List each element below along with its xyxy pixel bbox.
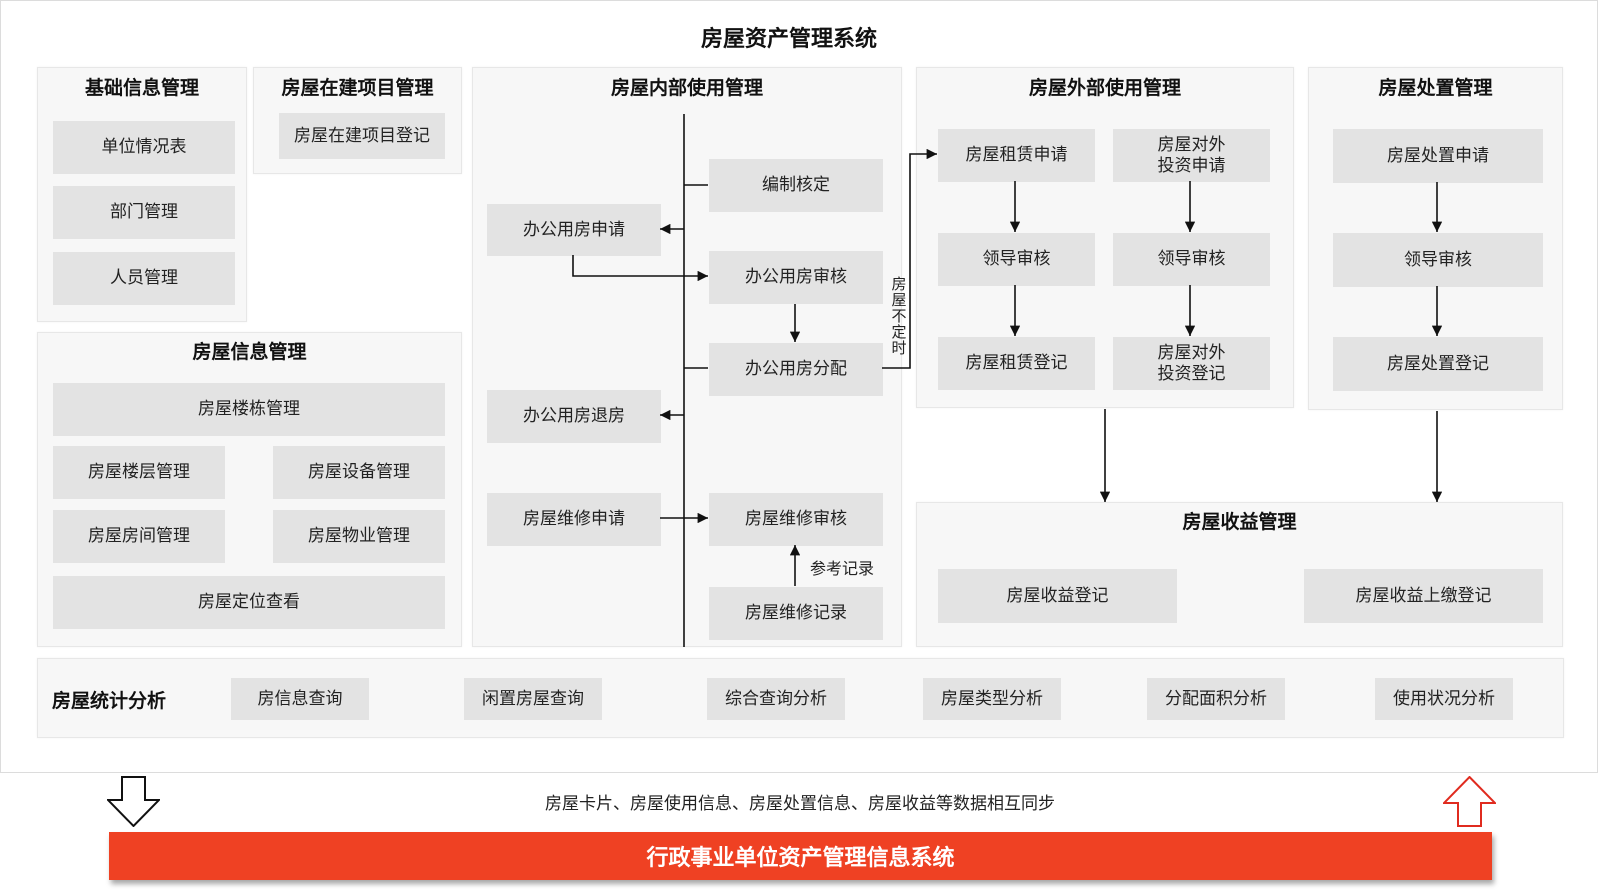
internal-use-title: 房屋内部使用管理	[610, 77, 763, 99]
office-review-box: 办公用房审核	[709, 251, 883, 304]
disposal-title: 房屋处置管理	[1378, 77, 1493, 99]
income-remit-box: 房屋收益上缴登记	[1304, 569, 1543, 623]
stat-item-house-type-analysis: 房屋类型分析	[923, 678, 1061, 720]
statistics-title: 房屋统计分析	[52, 689, 167, 712]
repair-review-box: 房屋维修审核	[709, 493, 883, 546]
invest-review-box: 领导审核	[1113, 233, 1270, 286]
location-box: 房屋定位查看	[53, 576, 445, 629]
basic-info-title: 基础信息管理	[84, 77, 199, 99]
basic-info-panel: 基础信息管理 单位情况表 部门管理 人员管理	[37, 67, 247, 322]
lease-review-box: 领导审核	[938, 233, 1095, 286]
stat-item-comprehensive-analysis: 综合查询分析	[707, 678, 845, 720]
floor-box: 房屋楼层管理	[53, 446, 225, 499]
staffing-check-box: 编制核定	[709, 159, 883, 212]
disposal-apply-box: 房屋处置申请	[1333, 129, 1543, 183]
property-box: 房屋物业管理	[273, 510, 445, 563]
repair-record-box: 房屋维修记录	[709, 587, 883, 640]
lease-apply-box: 房屋租赁申请	[938, 129, 1095, 182]
disposal-panel: 房屋处置管理 房屋处置申请 领导审核 房屋处置登记	[1308, 67, 1563, 410]
internal-use-panel: 房屋内部使用管理 编制核定 办公用房申请 办公用房审核 办公用房分配 办公用房退…	[472, 67, 902, 647]
sync-note: 房屋卡片、房屋使用信息、房屋处置信息、房屋收益等数据相互同步	[545, 794, 1055, 814]
construction-title: 房屋在建项目管理	[281, 77, 434, 99]
office-return-box: 办公用房退房	[487, 390, 661, 443]
system-title: 房屋资产管理系统	[700, 27, 877, 52]
department-box: 部门管理	[53, 186, 235, 239]
stat-item-area-analysis: 分配面积分析	[1147, 678, 1285, 720]
stat-item-idle-house-query: 闲置房屋查询	[464, 678, 602, 720]
disposal-review-box: 领导审核	[1333, 233, 1543, 287]
target-system-bar: 行政事业单位资产管理信息系统	[109, 832, 1492, 880]
statistics-bar: 房屋统计分析 房信息查询 闲置房屋查询 综合查询分析 房屋类型分析 分配面积分析…	[37, 658, 1564, 738]
construction-register-box: 房屋在建项目登记	[279, 113, 445, 159]
personnel-box: 人员管理	[53, 252, 235, 305]
invest-apply-box: 房屋对外 投资申请	[1113, 129, 1270, 182]
equipment-box: 房屋设备管理	[273, 446, 445, 499]
stat-item-house-info-query: 房信息查询	[231, 678, 369, 720]
lease-register-box: 房屋租赁登记	[938, 337, 1095, 390]
income-register-box: 房屋收益登记	[938, 569, 1177, 623]
reference-record-label: 参考记录	[810, 559, 875, 578]
repair-apply-box: 房屋维修申请	[487, 493, 661, 546]
system-frame	[0, 0, 1598, 773]
external-use-panel: 房屋外部使用管理 房屋租赁申请 房屋对外 投资申请 领导审核 领导审核 房屋租赁…	[916, 67, 1294, 408]
irregular-label: 房屋不定时	[891, 275, 907, 357]
room-box: 房屋房间管理	[53, 510, 225, 563]
external-use-title: 房屋外部使用管理	[1028, 77, 1181, 99]
house-info-title: 房屋信息管理	[192, 341, 307, 363]
invest-register-box: 房屋对外 投资登记	[1113, 337, 1270, 390]
building-box: 房屋楼栋管理	[53, 383, 445, 436]
hollow-up-arrow-icon	[1443, 776, 1496, 827]
hollow-down-arrow-icon	[107, 776, 160, 827]
unit-info-box: 单位情况表	[53, 121, 235, 174]
stat-item-usage-analysis: 使用状况分析	[1375, 678, 1513, 720]
construction-panel: 房屋在建项目管理 房屋在建项目登记	[253, 67, 462, 174]
office-apply-box: 办公用房申请	[487, 204, 661, 256]
income-title: 房屋收益管理	[1182, 511, 1297, 533]
disposal-register-box: 房屋处置登记	[1333, 337, 1543, 391]
income-panel: 房屋收益管理 房屋收益登记 房屋收益上缴登记	[916, 502, 1563, 647]
house-info-panel: 房屋信息管理 房屋楼栋管理 房屋楼层管理 房屋设备管理 房屋房间管理 房屋物业管…	[37, 332, 462, 647]
office-allocate-box: 办公用房分配	[709, 343, 883, 396]
